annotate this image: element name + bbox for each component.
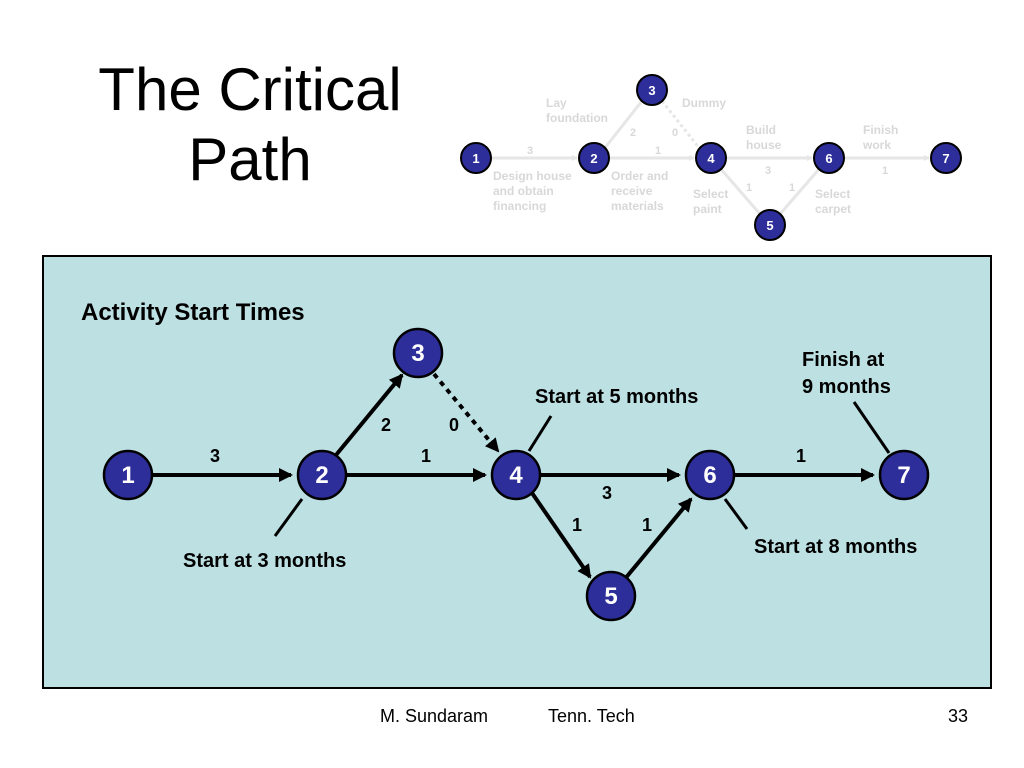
thumb-node-6 (813, 142, 845, 174)
node-5 (585, 570, 637, 622)
thumb-duration-4-6: 3 (765, 165, 771, 177)
node-3 (392, 327, 444, 379)
thumb-node-label-5: 5 (766, 218, 773, 233)
callout-line-node-2 (273, 498, 304, 537)
duration-5-6: 1 (642, 515, 652, 535)
thumb-duration-3-4: 0 (672, 127, 678, 139)
duration-2-3: 2 (381, 415, 391, 435)
thumbnail-network-diagram: 1 2 3 4 5 6 7 3 2 0 1 3 1 1 1 Lay founda… (460, 74, 962, 241)
thumb-node-label-6: 6 (825, 151, 832, 166)
thumb-node-label-3: 3 (648, 83, 655, 98)
callout-finish-node-7: Finish at 9 months (802, 349, 891, 398)
thumb-edge-4-5 (718, 167, 762, 215)
thumb-node-2 (578, 142, 610, 174)
thumb-edge-2-3 (602, 100, 644, 150)
page-number: 33 (947, 706, 968, 726)
callout-start-node-6: Start at 8 months (754, 536, 917, 558)
node-7 (878, 449, 930, 501)
thumb-node-label-4: 4 (707, 151, 715, 166)
thumb-label-finish-work: Finish work (862, 123, 902, 152)
slide-title: The Critical Path (60, 55, 440, 195)
duration-2-4: 1 (421, 446, 431, 466)
thumb-node-label-2: 2 (590, 151, 597, 166)
activity-start-times-panel: Activity Start Times (42, 255, 992, 689)
panel-heading: Activity Start Times (81, 299, 305, 326)
thumb-duration-1-2: 3 (527, 145, 533, 157)
thumb-edge-5-6 (778, 167, 822, 215)
edge-4-5 (530, 491, 592, 579)
thumb-duration-6-7: 1 (882, 165, 888, 177)
slide-title-line-2: Path (188, 126, 312, 193)
thumb-node-1 (460, 142, 492, 174)
node-label-1: 1 (121, 462, 134, 489)
thumb-label-lay-foundation: Lay foundation (546, 96, 608, 125)
thumb-node-7 (930, 142, 962, 174)
thumb-label-dummy: Dummy (682, 96, 726, 110)
node-label-4: 4 (509, 462, 523, 489)
duration-6-7: 1 (796, 446, 806, 466)
duration-4-5: 1 (572, 515, 582, 535)
edge-2-3 (334, 373, 404, 457)
node-6 (684, 449, 736, 501)
thumb-duration-4-5: 1 (746, 182, 752, 194)
thumb-label-select-carpet: Select carpet (815, 187, 854, 216)
footer-author: M. Sundaram (380, 706, 489, 726)
node-label-5: 5 (604, 583, 617, 610)
thumb-node-3 (636, 74, 668, 106)
node-label-6: 6 (703, 462, 716, 489)
edge-3-4 (432, 372, 500, 453)
node-2 (296, 449, 348, 501)
edge-5-6 (622, 497, 693, 582)
node-4 (490, 449, 542, 501)
thumb-node-label-1: 1 (472, 151, 479, 166)
thumb-node-label-7: 7 (942, 151, 949, 166)
slide-title-line-1: The Critical (98, 56, 402, 123)
thumb-duration-2-3: 2 (630, 127, 636, 139)
callout-start-node-4: Start at 5 months (535, 386, 698, 408)
thumb-edge-3-4 (660, 100, 702, 150)
callout-start-node-2: Start at 3 months (183, 550, 346, 572)
node-label-3: 3 (411, 340, 424, 367)
thumb-label-build-house: Build house (746, 123, 782, 152)
thumb-label-select-paint: Select paint (693, 187, 732, 216)
callout-line-node-4 (527, 415, 553, 452)
node-label-2: 2 (315, 462, 328, 489)
thumb-duration-5-6: 1 (789, 182, 795, 194)
thumb-label-design-house: Design house and obtain financing (493, 169, 575, 213)
thumb-label-order-materials: Order and receive materials (611, 169, 672, 213)
callout-line-node-7 (852, 401, 891, 454)
node-label-7: 7 (897, 462, 910, 489)
thumb-node-4 (695, 142, 727, 174)
thumb-node-5 (754, 209, 786, 241)
main-network-diagram: Activity Start Times (81, 299, 930, 622)
duration-3-4: 0 (449, 415, 459, 435)
thumb-duration-2-4: 1 (655, 145, 661, 157)
duration-1-2: 3 (210, 446, 220, 466)
duration-4-6: 3 (602, 483, 612, 503)
callout-line-node-6 (723, 498, 749, 530)
node-1 (102, 449, 154, 501)
footer-affiliation: Tenn. Tech (548, 706, 635, 726)
